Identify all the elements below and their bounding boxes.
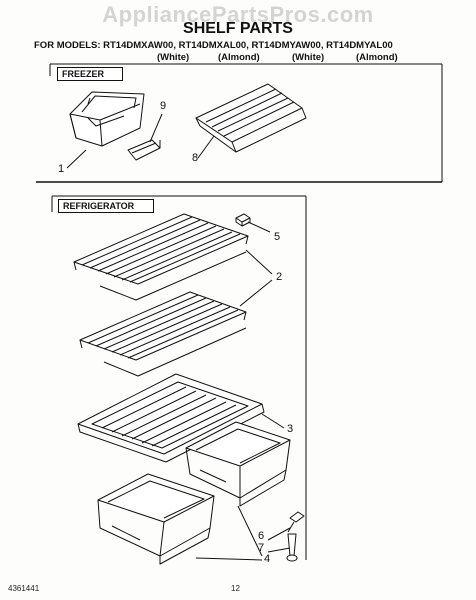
leader-4-left: [195, 557, 263, 561]
page-title: SHELF PARTS: [183, 20, 293, 37]
wire-shelf-upper: [73, 213, 249, 301]
callout-1: 1: [58, 163, 65, 175]
freezer-wire-shelf: [195, 83, 307, 153]
doc-number: 4361441: [8, 584, 40, 593]
callout-2: 2: [276, 271, 283, 283]
variant-almond-1: (Almond): [218, 52, 260, 63]
callout-7: 7: [258, 542, 265, 554]
leader-1: [66, 149, 87, 169]
shelf-clip: [235, 213, 251, 227]
model-list: FOR MODELS: RT14DMXAW00, RT14DMXAL00, RT…: [34, 40, 393, 51]
freezer-bin: [69, 91, 145, 147]
leader-2-upper: [245, 249, 273, 275]
callout-6: 6: [258, 530, 265, 542]
bin-bracket: [127, 139, 161, 161]
drawer-cam: [286, 533, 298, 562]
crisper-drawer-right: [185, 421, 291, 507]
freezer-section-label: FREEZER: [57, 67, 123, 81]
watermark: AppliancePartsPros.com: [102, 2, 374, 27]
variant-white-1: (White): [157, 52, 190, 63]
leader-8: [197, 135, 215, 159]
callout-4: 4: [264, 553, 271, 565]
leader-7: [267, 547, 291, 553]
leader-9: [149, 113, 163, 143]
refrigerator-section-label: REFRIGERATOR: [58, 199, 154, 213]
callout-3: 3: [287, 423, 294, 435]
leader-4-right: [237, 505, 263, 557]
leader-5: [247, 221, 271, 233]
drawer-slide: [287, 511, 305, 533]
variant-almond-2: (Almond): [356, 52, 398, 63]
leader-3: [261, 413, 285, 429]
callout-5: 5: [274, 231, 281, 243]
callout-8: 8: [192, 152, 199, 164]
crisper-drawer-left: [97, 473, 215, 565]
wire-shelf-lower: [79, 291, 247, 377]
crisper-cover: [77, 373, 265, 463]
callout-9: 9: [160, 100, 167, 112]
leader-2-lower: [239, 279, 273, 307]
page-number: 12: [231, 584, 240, 593]
variant-white-2: (White): [292, 52, 325, 63]
leader-6: [267, 527, 291, 541]
